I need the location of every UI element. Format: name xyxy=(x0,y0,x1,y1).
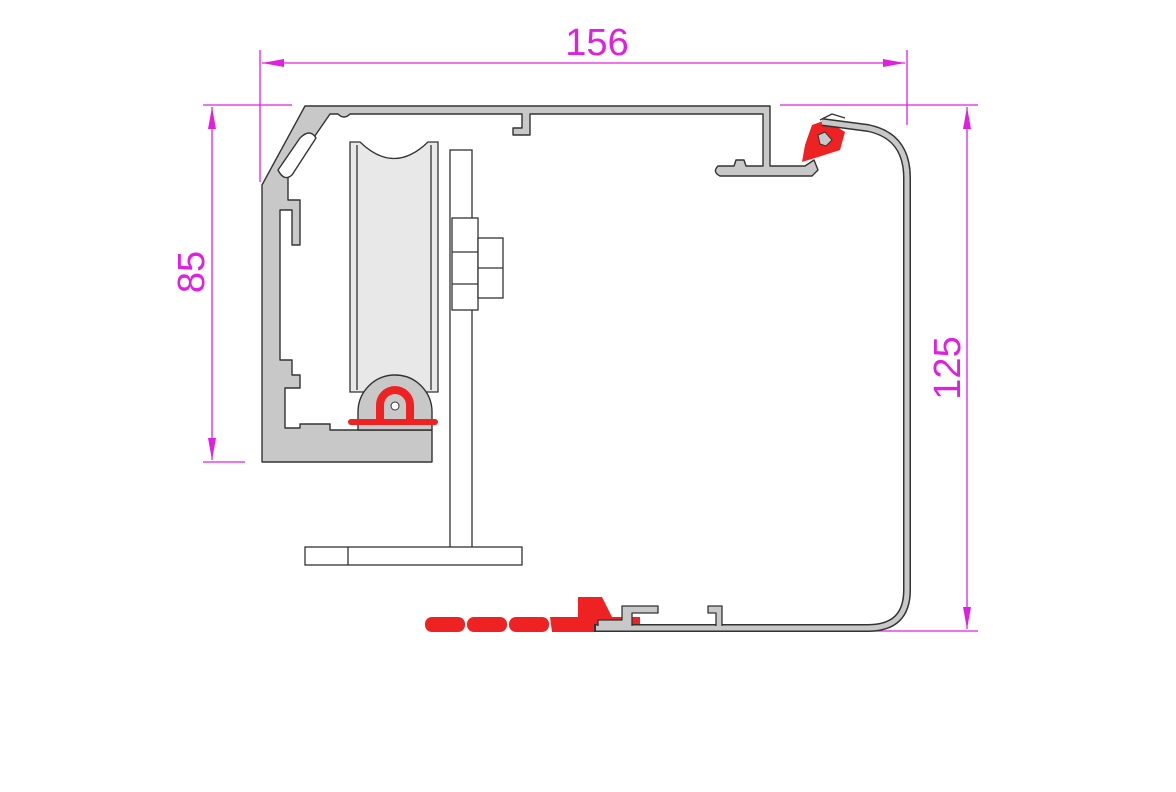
aluminium-profile-top xyxy=(261,105,819,463)
seal-hole xyxy=(390,401,400,411)
arrow-up-icon xyxy=(963,107,971,129)
cover-lip xyxy=(819,113,846,121)
profile-slot xyxy=(277,132,317,179)
arrow-left-icon xyxy=(262,59,284,67)
bottom-seal-segment xyxy=(425,617,465,632)
cover-fill xyxy=(596,119,910,631)
width-dimension-label: 156 xyxy=(565,22,628,64)
cover-outline xyxy=(594,118,911,632)
dimension-width: 156 xyxy=(259,22,908,182)
arrow-down-icon xyxy=(208,438,216,460)
bottom-seal-segment xyxy=(467,617,507,632)
dimension-right-height: 125 xyxy=(780,104,978,632)
wheel-body xyxy=(349,141,439,393)
arrow-down-icon xyxy=(963,607,971,629)
dimension-left-height: 85 xyxy=(171,104,292,463)
carriage-profile xyxy=(261,105,819,463)
roller-wheel xyxy=(349,141,439,393)
arrow-up-icon xyxy=(208,107,216,129)
mounting-bracket xyxy=(304,149,523,566)
base-plate xyxy=(304,546,523,566)
arrow-right-icon xyxy=(883,59,905,67)
bottom-hook xyxy=(707,605,723,626)
top-seal-core xyxy=(817,131,833,147)
bottom-hook xyxy=(597,605,659,626)
omega-seal xyxy=(376,386,414,420)
left-height-dimension-label: 85 xyxy=(171,251,213,293)
brush-strip xyxy=(348,419,438,425)
bottom-seal-segment xyxy=(509,617,549,632)
cover-profile xyxy=(594,113,911,632)
bolt-washer xyxy=(451,217,479,311)
right-height-dimension-label: 125 xyxy=(927,336,969,399)
bracket-upright xyxy=(449,149,473,549)
